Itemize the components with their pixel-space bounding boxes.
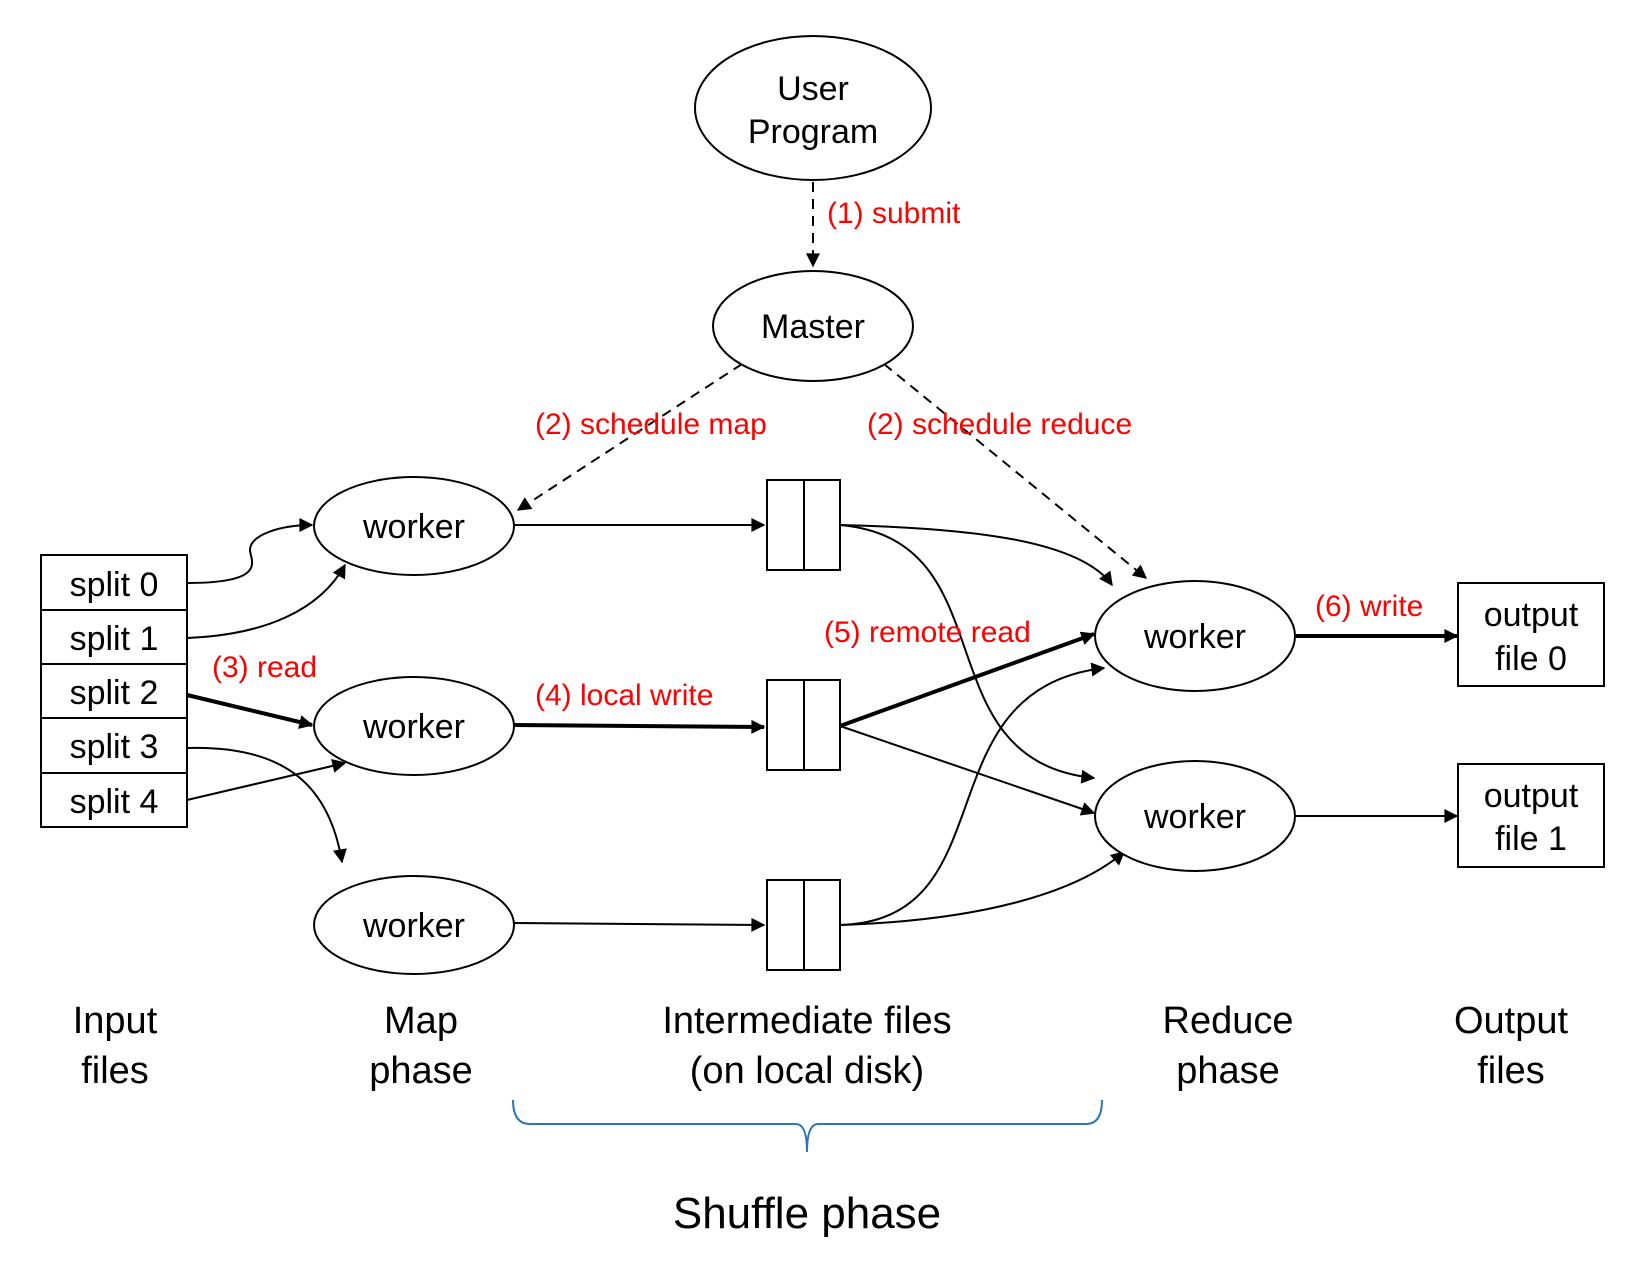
split-2[interactable]: split 2: [70, 674, 159, 712]
input-splits: split 0 split 1 split 2 split 3 split 4: [40, 554, 188, 828]
map-worker-2[interactable]: worker: [313, 676, 515, 776]
output-file-0-label-line1: output: [1484, 596, 1579, 634]
step-schedule-reduce-label: (2) schedule reduce: [867, 408, 1132, 441]
step-remote-read-label: (5) remote read: [824, 616, 1031, 649]
step-read-label: (3) read: [212, 651, 317, 684]
map-worker-1-label: worker: [362, 508, 465, 546]
edge-file3-reduce1: [839, 662, 1106, 926]
step-write-label: (6) write: [1315, 590, 1423, 623]
split-4[interactable]: split 4: [70, 783, 159, 821]
output-file-0[interactable]: output file 0: [1457, 582, 1605, 687]
reduce-worker-1[interactable]: worker: [1094, 580, 1296, 692]
split-3[interactable]: split 3: [70, 728, 159, 766]
split-0[interactable]: split 0: [70, 566, 159, 604]
master-label: Master: [761, 308, 865, 346]
step-local-write-label: (4) local write: [535, 679, 713, 712]
edge-split4-worker2: [186, 759, 347, 801]
phase-intermediate-line1: Intermediate files: [662, 1000, 951, 1042]
shuffle-phase-label: Shuffle phase: [673, 1189, 941, 1238]
user-program-label-line2: Program: [748, 113, 878, 151]
output-file-0-label-line2: file 0: [1495, 640, 1567, 678]
intermediate-file-2[interactable]: [766, 679, 841, 771]
edge-file1-reduce1: [839, 524, 1113, 587]
reduce-worker-2[interactable]: worker: [1094, 760, 1296, 872]
intermediate-file-3[interactable]: [766, 879, 841, 971]
step-submit-label: (1) submit: [827, 197, 961, 230]
edge-split0-worker1: [186, 518, 314, 584]
edge-worker2-file2: [513, 719, 766, 734]
user-program-label-line1: User: [777, 70, 849, 108]
user-program-node[interactable]: User Program: [694, 35, 932, 181]
edge-file3-reduce2: [839, 851, 1126, 926]
split-1[interactable]: split 1: [70, 620, 159, 658]
phase-output-line1: Output: [1454, 1000, 1569, 1042]
shuffle-brace: [512, 1099, 1103, 1153]
output-file-1[interactable]: output file 1: [1457, 763, 1605, 868]
phase-intermediate-line2: (on local disk): [690, 1050, 924, 1092]
edge-schedule-reduce: [883, 363, 1148, 579]
edge-split2-worker2[interactable]: [186, 693, 314, 729]
step-schedule-map-label: (2) schedule map: [535, 408, 767, 441]
edge-split1-worker1: [186, 563, 346, 639]
map-worker-2-label: worker: [362, 708, 465, 746]
edge-file2-reduce2: [839, 725, 1096, 816]
phase-map-line1: Map: [384, 1000, 458, 1042]
step-labels: (1) submit (2) schedule map (2) schedule…: [212, 197, 1423, 712]
reduce-worker-1-label: worker: [1143, 618, 1246, 656]
edge-schedule-map: [516, 363, 743, 511]
phase-output-line2: files: [1477, 1050, 1545, 1092]
phase-labels: Input files Map phase Intermediate files…: [73, 1000, 1569, 1092]
output-file-1-label-line2: file 1: [1495, 820, 1567, 858]
map-worker-3-label: worker: [362, 907, 465, 945]
map-worker-3[interactable]: worker: [313, 875, 515, 975]
intermediate-file-1[interactable]: [766, 479, 841, 571]
map-worker-1[interactable]: worker: [313, 476, 515, 576]
edges: [186, 182, 1459, 932]
reduce-worker-2-label: worker: [1143, 798, 1246, 836]
edge-file2-reduce1: [839, 631, 1096, 728]
master-node[interactable]: Master: [712, 270, 914, 382]
phase-reduce-line2: phase: [1176, 1050, 1280, 1092]
edge-worker3-file3: [513, 917, 766, 932]
output-file-1-label-line1: output: [1484, 777, 1579, 815]
phase-input-line2: files: [81, 1050, 149, 1092]
edge-file1-reduce2: [839, 524, 1096, 784]
phase-map-line2: phase: [369, 1050, 473, 1092]
phase-input-line1: Input: [73, 1000, 158, 1042]
phase-reduce-line1: Reduce: [1163, 1000, 1294, 1042]
edge-split3-worker3: [186, 746, 347, 864]
